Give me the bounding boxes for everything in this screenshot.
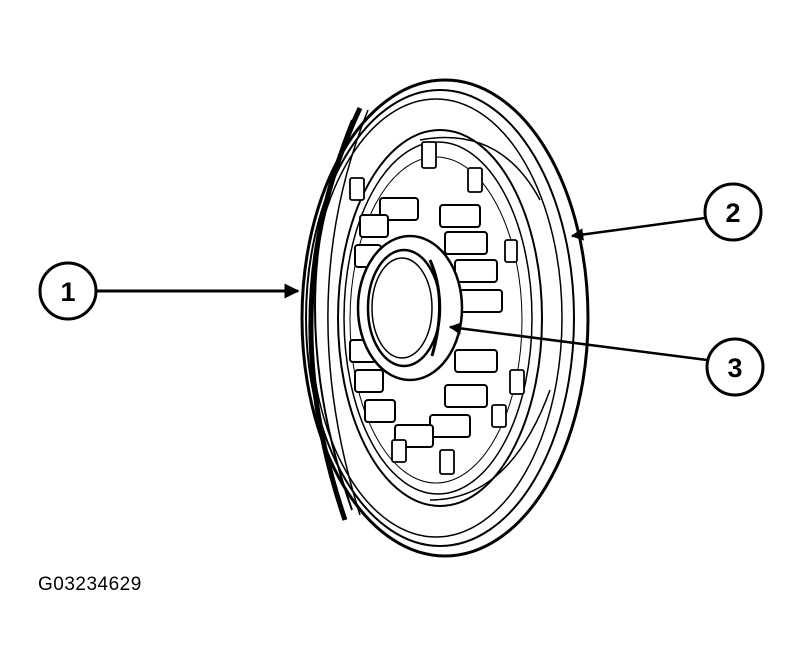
friction-ring (337, 129, 551, 507)
hub (356, 234, 464, 382)
pins (349, 141, 525, 475)
figure-id-label: G03234629 (38, 574, 142, 595)
callout-2: 2 (570, 182, 763, 242)
callout-1: 1 (38, 261, 300, 321)
callout-3: 3 (448, 322, 765, 397)
callout-2-label: 2 (725, 198, 740, 228)
callout-3-label: 3 (727, 353, 742, 383)
outer-plate (300, 78, 590, 558)
callout-1-label: 1 (60, 277, 75, 307)
